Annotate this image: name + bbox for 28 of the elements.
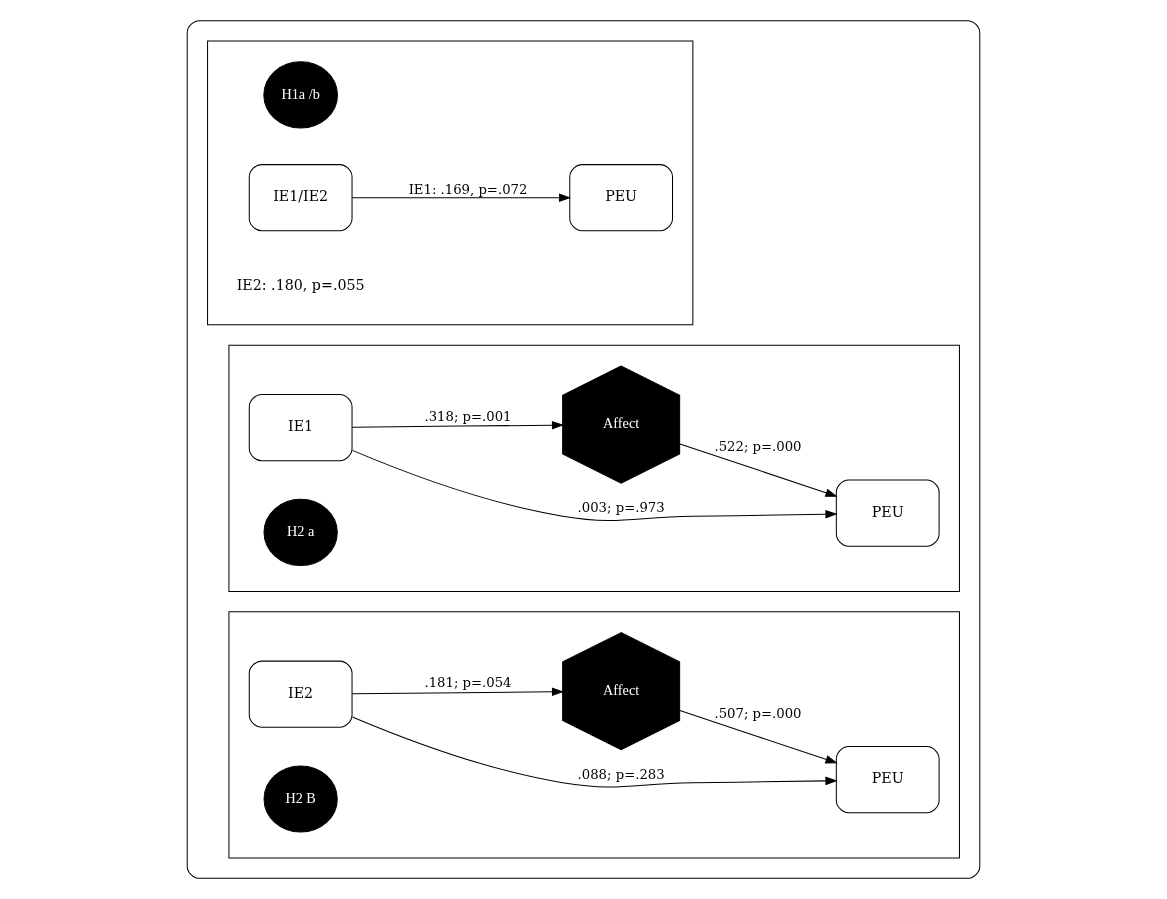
- node-box: IE1/IE2: [248, 164, 353, 232]
- node-box: IE2: [248, 660, 353, 728]
- label: IE2: .180, p=.055: [236, 276, 365, 293]
- edge-label: .507; p=.000: [714, 706, 802, 721]
- arrow: [351, 687, 565, 697]
- arrow: [679, 443, 838, 497]
- edge-label: .003; p=.973: [577, 500, 665, 516]
- node-ellipse: H1a /b: [263, 61, 338, 129]
- edge-label: .181; p=.054: [424, 675, 512, 691]
- node-box: PEU: [835, 746, 940, 814]
- edge-label: IE1: .169, p=.072: [408, 182, 528, 198]
- node-box: PEU: [835, 479, 940, 547]
- node-box: PEU: [569, 164, 674, 232]
- edge-label: .088; p=.283: [577, 767, 665, 783]
- cluster: [228, 344, 960, 592]
- edge-label: .522; p=.000: [714, 439, 802, 455]
- arrow: [351, 449, 838, 521]
- cluster: [186, 20, 981, 879]
- node-box: IE1: [248, 394, 353, 462]
- arrow: [679, 709, 838, 764]
- node-circle: H2 a: [263, 498, 338, 566]
- cluster: [207, 40, 694, 326]
- arrow: [351, 193, 572, 202]
- node-circle: H2 B: [263, 765, 338, 833]
- cluster: [228, 611, 960, 859]
- arrow: [351, 716, 838, 788]
- edge-label: .318; p=.001: [424, 408, 512, 424]
- arrow: [351, 420, 565, 430]
